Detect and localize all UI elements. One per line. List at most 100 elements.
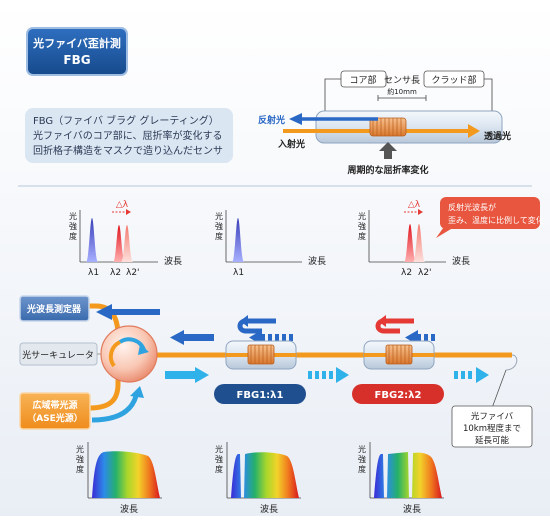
y-label-char: 度 — [358, 231, 366, 241]
reflected-arrowhead — [289, 113, 302, 125]
transmitted-arrow-3 — [476, 367, 489, 383]
y-label-char: 光 — [215, 444, 223, 454]
fbg2-label: FBG2:λ2 — [375, 390, 422, 401]
wavelength-meter-box: 光波長測定器 — [19, 295, 90, 322]
transmitted-arrow-1 — [165, 371, 197, 379]
x-label: 波長 — [120, 503, 138, 515]
peak-lambda1 — [232, 218, 244, 262]
fiber-note-line-2: 10km程度まで — [463, 423, 521, 434]
clad-leader — [484, 78, 493, 115]
description-box: FBG（ファイバ ブラグ グレーティング） 光ファイバのコア部に、屈折率が変化す… — [25, 108, 233, 163]
reflected-light-label: 反射光 — [258, 114, 285, 126]
badge-subtitle: FBG — [63, 53, 90, 67]
sensor-detail: コア部 センサ長 約10mm クラッド部 反射光 入射光 透過光 周期的な屈折率… — [258, 70, 511, 176]
spectrum-notch-lambda1-lambda2 — [374, 452, 442, 498]
peak-lambda2-prime — [413, 224, 425, 262]
lambda1-label: λ1 — [88, 268, 99, 278]
y-label-char: 光 — [76, 444, 84, 454]
core-label: コア部 — [349, 74, 376, 86]
peak-lambda2 — [113, 225, 125, 262]
x-label: 波長 — [403, 503, 421, 515]
periodic-change-arrow — [379, 142, 397, 151]
y-label-char: 度 — [358, 464, 366, 474]
y-label-char: 光 — [358, 211, 366, 221]
light-source-box: 広域帯光源 （ASE光源） — [19, 392, 91, 430]
fbg2-sensor: FBG2:λ2 — [352, 315, 444, 404]
meter-arrow-head — [96, 304, 112, 320]
y-label-char: 強 — [215, 221, 223, 231]
spectrum-chart-6: 光 強 度 波長 — [358, 442, 444, 515]
fiber-end — [505, 354, 518, 371]
reflected-arrows — [170, 330, 435, 345]
x-label: 波長 — [452, 255, 470, 267]
y-label-char: 光 — [215, 211, 223, 221]
source-to-circulator-line — [89, 372, 121, 411]
spectrum-notch-lambda1 — [231, 452, 299, 498]
fiber-note: 光ファイバ 10km程度まで 延長可能 — [451, 369, 533, 448]
callout-line-2: 歪み、温度に比例して変化 — [448, 215, 544, 225]
periodic-change-arrow-stem — [384, 150, 392, 159]
fbg2-label-pill — [352, 384, 444, 404]
fbg2-grating — [385, 344, 413, 365]
light-source-label-2: （ASE光源） — [27, 412, 83, 424]
clad-label: クラッド部 — [431, 74, 476, 86]
transmitted-arrow-2 — [336, 367, 349, 383]
peak-lambda2 — [404, 224, 416, 262]
transmitted-arrowhead — [468, 124, 480, 138]
core-leader — [324, 78, 341, 112]
y-label-char: 強 — [69, 221, 77, 231]
spectrum-chart-4: 光 強 度 波長 — [76, 442, 162, 515]
fbg1-label-pill — [214, 384, 306, 404]
y-label-char: 度 — [76, 464, 84, 474]
optical-circulator — [100, 325, 158, 383]
y-label-char: 強 — [215, 454, 223, 464]
y-label-char: 度 — [215, 464, 223, 474]
spectrum-chart-1: 光 強 度 △λ λ1 λ2 λ2' 波長 — [69, 200, 182, 278]
delta-lambda-label: △λ — [116, 200, 129, 210]
callout-line-1: 反射光波長が — [448, 202, 496, 212]
lambda2-prime-label: λ2' — [418, 268, 432, 278]
description-line-1: FBG（ファイバ ブラグ グレーティング） — [33, 114, 219, 127]
wavelength-shift-callout: 反射光波長が 歪み、温度に比例して変化 — [436, 197, 544, 238]
fiber-tube — [315, 110, 503, 144]
y-label-char: 度 — [215, 231, 223, 241]
spectrum-chart-3: 光 強 度 △λ λ2 λ2' 波長 — [358, 200, 470, 278]
transmitted-arrows — [165, 367, 489, 383]
circulator-arrow-orange — [108, 340, 122, 368]
y-label-char: 光 — [358, 444, 366, 454]
y-label-char: 光 — [69, 211, 77, 221]
fbg1-grating — [247, 344, 275, 365]
description-line-2: 光ファイバのコア部に、屈折率が変化する — [33, 129, 223, 142]
lambda2-label: λ2 — [110, 268, 121, 278]
x-label: 波長 — [308, 255, 326, 267]
fiber-note-leader — [491, 369, 507, 409]
lambda1-label: λ1 — [233, 268, 244, 278]
periodic-change-label: 周期的な屈折率変化 — [347, 164, 428, 176]
fbg1-sensor: FBG1:λ1 — [214, 315, 306, 404]
y-label-char: 強 — [358, 221, 366, 231]
y-label-char: 度 — [69, 231, 77, 241]
spectrum-chart-2: 光 強 度 λ1 波長 — [215, 210, 326, 278]
title-badge: 光ファイバ歪計測 FBG — [26, 27, 128, 76]
light-source-label-1: 広域帯光源 — [32, 399, 77, 411]
x-label: 波長 — [164, 255, 182, 267]
peak-lambda1 — [86, 218, 98, 262]
circulator-label: 光サーキュレータ — [22, 349, 94, 361]
delta-lambda-label: △λ — [408, 200, 421, 210]
reflected-arrow-1 — [182, 334, 214, 341]
fiber-note-line-1: 光ファイバ — [471, 411, 514, 422]
fiber-note-line-3: 延長可能 — [475, 435, 510, 446]
wavelength-meter-label: 光波長測定器 — [26, 303, 82, 315]
transmitted-light-label: 透過光 — [484, 130, 511, 142]
broadband-spectrum — [92, 451, 160, 498]
description-line-3: 回折格子構造をマスクで造り込んだセンサ — [33, 144, 223, 157]
sensor-length-label: センサ長 — [384, 75, 420, 86]
peak-lambda2-prime — [121, 225, 133, 262]
source-out-arrow — [91, 395, 139, 423]
incident-light-label: 入射光 — [277, 138, 305, 150]
x-label: 波長 — [260, 503, 278, 515]
y-label-char: 強 — [358, 454, 366, 464]
fbg1-label: FBG1:λ1 — [237, 390, 284, 401]
